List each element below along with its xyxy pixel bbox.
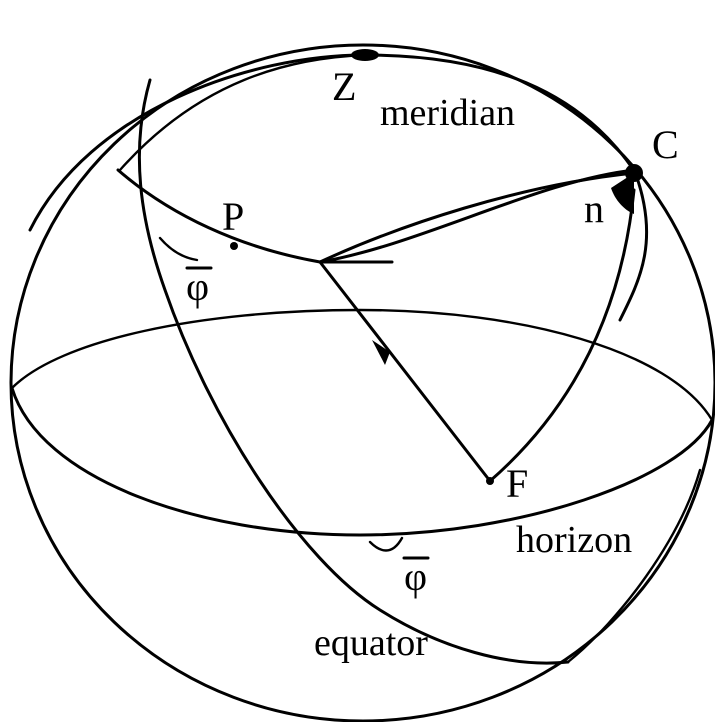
direction-arrow	[372, 340, 390, 365]
foot-point	[486, 477, 494, 485]
star-to-foot-line	[488, 188, 636, 483]
horizon-front-arc	[10, 386, 714, 537]
pole-point	[230, 242, 238, 250]
latitude-label-top: φ	[186, 264, 209, 309]
star-label: C	[652, 122, 679, 167]
celestial-sphere-outline	[9, 43, 715, 722]
angle-n-label: n	[584, 186, 604, 231]
equator-back-arc	[566, 468, 702, 664]
meridian-circle	[28, 53, 649, 322]
parallel-arc	[116, 168, 637, 264]
zenith-marker	[351, 49, 379, 61]
equator-circle	[137, 78, 570, 665]
equator-label: equator	[314, 622, 428, 664]
horizon-back-arc	[10, 308, 714, 422]
zenith-label: Z	[332, 64, 356, 109]
latitude-angle-arc-top	[158, 236, 199, 262]
center-to-foot-line	[318, 260, 492, 483]
star-to-center-line	[318, 171, 636, 264]
latitude-label-bottom: φ	[404, 554, 427, 599]
pole-label: P	[222, 194, 244, 239]
meridian-inner-arc	[118, 53, 367, 172]
horizon-label: horizon	[516, 519, 632, 561]
angle-n-wedge	[611, 173, 634, 214]
latitude-angle-arc-bottom	[368, 536, 404, 552]
foot-label: F	[506, 461, 528, 506]
meridian-label: meridian	[380, 92, 515, 134]
